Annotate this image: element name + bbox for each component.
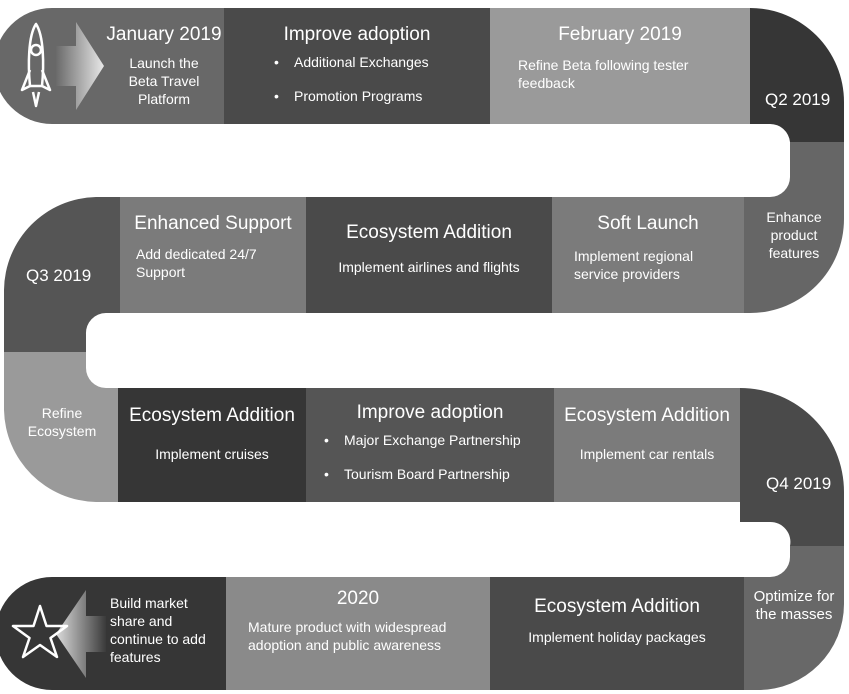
curve3-label: Optimize for the masses [753, 588, 835, 623]
curve1-label: Enhance product features [766, 209, 822, 261]
list-item: Major Exchange Partnership [324, 432, 554, 448]
row4-end-text: Build market share and continue to add f… [110, 595, 206, 665]
row3-car-block: Ecosystem Addition Implement car rentals [554, 405, 740, 463]
row4-block-2020 [226, 577, 490, 690]
start-arrow [56, 22, 104, 110]
row1-block-3 [490, 8, 750, 124]
q4-label: Q4 2019 [766, 474, 832, 493]
row1-adopt-list: Additional Exchanges Promotion Programs [274, 54, 490, 104]
row3-adopt-title: Improve adoption [356, 402, 504, 423]
row1-adopt-title: Improve adoption [283, 24, 431, 45]
row4-holiday-text: Implement holiday packages [528, 629, 706, 645]
curve2-bottom [4, 352, 118, 502]
list-item: Additional Exchanges [274, 54, 490, 70]
row2-eco-title: Ecosystem Addition [346, 222, 512, 243]
row4-holiday-block: Ecosystem Addition Implement holiday pac… [490, 596, 744, 646]
row1-feb-title: February 2019 [558, 24, 682, 45]
row4-end-cap [0, 577, 226, 690]
row4-2020-title: 2020 [336, 588, 380, 609]
end-arrow [56, 590, 106, 678]
row4-holiday-title: Ecosystem Addition [534, 596, 700, 617]
row3-car-title: Ecosystem Addition [564, 405, 730, 426]
row4-2020-block: 2020 Mature product with widespread adop… [226, 588, 490, 654]
start-text: Launch the Beta Travel Platform [128, 55, 200, 107]
row2-eco-block: Ecosystem Addition Implement airlines an… [306, 222, 552, 276]
row1-feb-block: February 2019 Refine Beta following test… [490, 24, 750, 92]
curve3-bottom [744, 546, 844, 690]
row2-block-soft [552, 197, 744, 313]
curve2-top [4, 197, 120, 352]
row2-soft-block: Soft Launch Implement regional service p… [552, 213, 744, 283]
row1-feb-text: Refine Beta following tester feedback [518, 57, 689, 91]
curve1-bottom [744, 142, 844, 313]
row2-block-eco [306, 197, 552, 313]
row2-support-block: Enhanced Support Add dedicated 24/7 Supp… [120, 213, 306, 281]
curve1-top [750, 8, 844, 142]
row3-block-cruise [118, 388, 306, 502]
row2-support-text: Add dedicated 24/7 Support [136, 246, 257, 280]
row4-block-holiday [490, 577, 744, 690]
row2-eco-text: Implement airlines and flights [338, 259, 520, 275]
row2-support-title: Enhanced Support [134, 213, 292, 234]
curve3-top [740, 388, 844, 546]
q2-label: Q2 2019 [765, 90, 831, 109]
curve2-label: Refine Ecosystem [27, 405, 97, 439]
list-item: Promotion Programs [274, 88, 490, 104]
rocket-icon [20, 22, 52, 108]
row1-start-cap [0, 8, 224, 124]
row3-cruise-text: Implement cruises [155, 446, 269, 462]
row3-block-car [554, 388, 740, 502]
row2-soft-text: Implement regional service providers [574, 248, 694, 282]
list-item: Tourism Board Partnership [324, 466, 554, 482]
start-date: January 2019 [106, 24, 222, 45]
row3-car-text: Implement car rentals [579, 446, 715, 462]
row2-soft-title: Soft Launch [597, 213, 699, 234]
row3-cruise-block: Ecosystem Addition Implement cruises [118, 405, 306, 463]
row4-2020-text: Mature product with widespread adoption … [248, 619, 447, 653]
row3-cruise-title: Ecosystem Addition [129, 405, 295, 426]
q3-label: Q3 2019 [26, 266, 92, 285]
start-block: January 2019 Launch the Beta Travel Plat… [106, 24, 222, 108]
row2-block-support [120, 197, 306, 313]
row4-end-block: Build market share and continue to add f… [110, 594, 222, 666]
row1-adopt-block: Improve adoption Additional Exchanges Pr… [224, 24, 490, 104]
star-icon [11, 604, 69, 659]
row3-adopt-block: Improve adoption Major Exchange Partners… [306, 402, 554, 482]
row3-adopt-list: Major Exchange Partnership Tourism Board… [324, 432, 554, 482]
